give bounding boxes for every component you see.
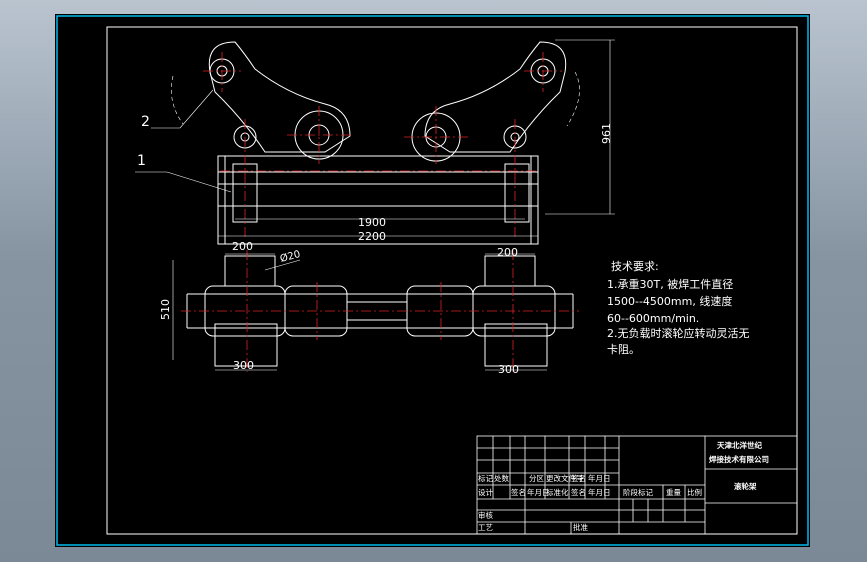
tb-standard: 标准化 bbox=[546, 487, 569, 497]
tb-company-line1: 天津北洋世纪 bbox=[717, 440, 762, 450]
tb-design: 设计 bbox=[478, 487, 493, 497]
dim-200-left: 200 bbox=[232, 240, 253, 253]
dim-200-right: 200 bbox=[497, 246, 518, 259]
tb-rev-zone: 分区 bbox=[529, 474, 544, 483]
base-frame bbox=[217, 155, 539, 245]
tb-drawing-title: 滚轮架 bbox=[734, 481, 757, 491]
dim-1900: 1900 bbox=[358, 216, 386, 229]
tb-approve: 批准 bbox=[573, 522, 588, 532]
right-roller-arm bbox=[424, 41, 567, 153]
tb-sign3: 签名 bbox=[571, 487, 586, 497]
tb-scale: 比例 bbox=[687, 487, 702, 497]
title-block: 标记 处数 分区 更改文件号 签名 年月日 设计 签名 年月日 标准化 签名 年… bbox=[476, 435, 798, 535]
tb-rev-sign: 签名 bbox=[571, 473, 586, 483]
notes-line-3: 60--600mm/min. bbox=[607, 312, 699, 325]
outer-border bbox=[56, 15, 809, 546]
notes-heading: 技术要求: bbox=[611, 260, 659, 273]
tb-rev-count: 处数 bbox=[494, 473, 509, 483]
tb-rev-mark: 标记 bbox=[478, 473, 493, 483]
tb-company-line2: 焊接技术有限公司 bbox=[709, 454, 769, 464]
dim-diameter: Ø20 bbox=[279, 248, 302, 265]
top-view bbox=[172, 250, 579, 372]
notes-line-4: 2.无负载时滚轮应转动灵活无 bbox=[607, 326, 750, 340]
tb-rev-doc: 更改文件号 bbox=[546, 473, 584, 483]
tb-process: 工艺 bbox=[478, 523, 493, 532]
notes-line-1: 1.承重30T, 被焊工件直径 bbox=[607, 277, 733, 291]
dim-300-right: 300 bbox=[498, 363, 519, 376]
callout-1: 1 bbox=[137, 153, 146, 169]
tb-sign2: 签名 bbox=[511, 487, 526, 497]
callout-2: 2 bbox=[141, 114, 150, 130]
inner-border bbox=[106, 26, 798, 535]
dim-510: 510 bbox=[159, 299, 172, 320]
notes-line-5: 卡阻。 bbox=[607, 343, 640, 356]
dim-961: 961 bbox=[600, 123, 613, 144]
tb-rev-date: 年月日 bbox=[588, 473, 611, 483]
drawing-sheet: 2 1 1900 2200 961 200 200 Ø20 510 300 30 bbox=[55, 14, 810, 547]
tb-date2: 年月日 bbox=[527, 487, 550, 497]
notes-line-2: 1500--4500mm, 线速度 bbox=[607, 294, 732, 308]
front-view bbox=[135, 39, 615, 245]
tb-weight: 重量 bbox=[666, 488, 681, 497]
engineering-drawing: 2 1 1900 2200 961 200 200 Ø20 510 300 30 bbox=[56, 15, 809, 546]
tb-date3: 年月日 bbox=[588, 487, 611, 497]
tb-review: 审核 bbox=[478, 510, 493, 520]
dim-2200: 2200 bbox=[358, 230, 386, 243]
tb-stage-mark: 阶段标记 bbox=[623, 487, 653, 497]
technical-requirements: 技术要求: 1.承重30T, 被焊工件直径 1500--4500mm, 线速度 … bbox=[607, 260, 750, 356]
dim-300-left: 300 bbox=[233, 359, 254, 372]
